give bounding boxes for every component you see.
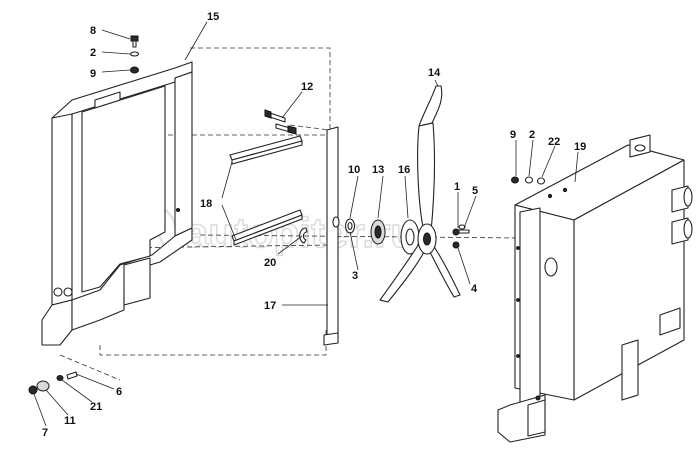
- bolt-small: [332, 216, 340, 228]
- callout-4: 4: [471, 283, 478, 295]
- callout-13: 13: [372, 164, 384, 176]
- callout-11: 11: [64, 415, 76, 427]
- fasteners-1-5-4: [452, 224, 470, 249]
- callout-17: 17: [264, 300, 276, 312]
- callout-5: 5: [472, 185, 478, 197]
- callout-2-right: 2: [529, 129, 535, 141]
- bolts-12: [264, 109, 297, 135]
- callout-9-right: 9: [510, 129, 516, 141]
- bolt-8-head: [130, 35, 139, 42]
- callout-9: 9: [90, 68, 96, 80]
- nut-9: [130, 66, 139, 74]
- callout-8: 8: [90, 25, 96, 37]
- support-bar-17: [323, 126, 339, 346]
- callout-19: 19: [574, 141, 586, 153]
- top-fastener-stack: [129, 35, 140, 74]
- lower-fastener-set: [28, 371, 78, 395]
- washer-2: [129, 51, 140, 57]
- callout-7: 7: [42, 427, 48, 439]
- fan-hub-components: [332, 216, 420, 255]
- leader-lines: [33, 21, 579, 427]
- fan-14: [379, 85, 461, 303]
- shroud-frame: [41, 61, 193, 346]
- callout-18: 18: [200, 198, 212, 210]
- callout-16: 16: [398, 164, 410, 176]
- callout-labels: 15 8 2 9 12 18 20 17 14 10 13 16 3 1 5 4…: [42, 11, 586, 439]
- callout-15: 15: [207, 11, 219, 23]
- clip-20: [299, 227, 308, 244]
- callout-1: 1: [454, 181, 460, 193]
- callout-21: 21: [90, 401, 102, 413]
- callout-2: 2: [90, 47, 96, 59]
- callout-22: 22: [548, 136, 560, 148]
- radiator: [497, 134, 693, 443]
- callout-20: 20: [264, 257, 276, 269]
- callout-12: 12: [301, 81, 313, 93]
- callout-14: 14: [428, 67, 441, 79]
- brackets-18: [229, 135, 303, 246]
- callout-6: 6: [116, 386, 122, 398]
- callout-3: 3: [352, 270, 358, 282]
- callout-10: 10: [348, 164, 360, 176]
